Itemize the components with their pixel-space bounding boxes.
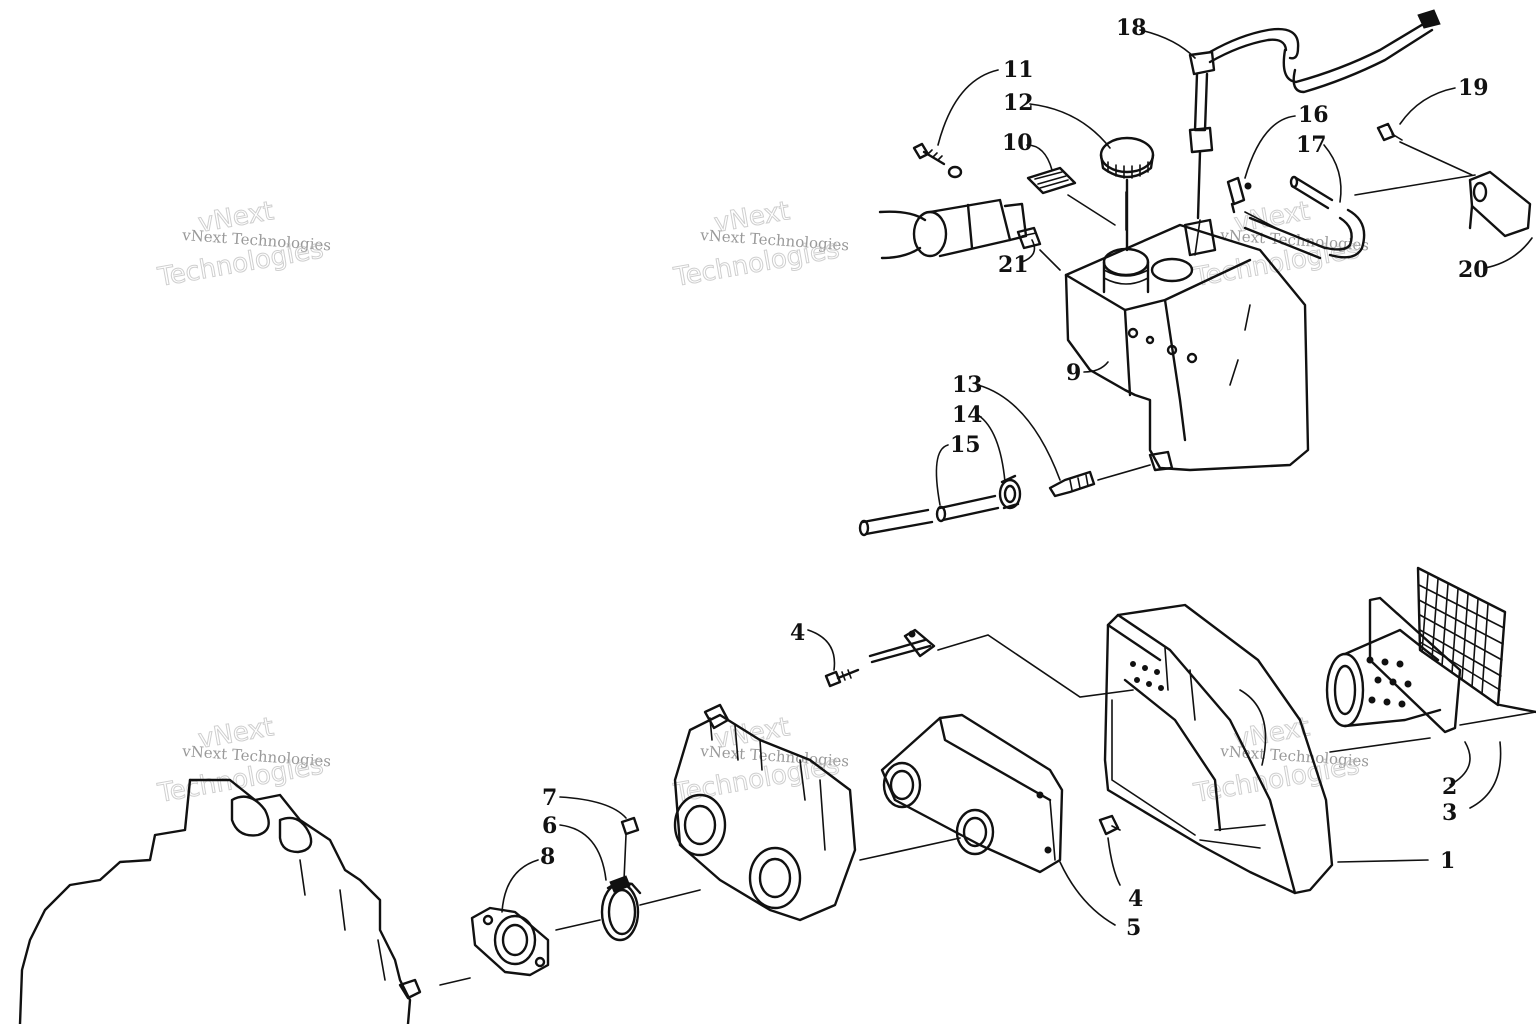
part-13-fitting[interactable] (1048, 470, 1096, 498)
label-8: 8 (540, 844, 555, 870)
part-19-screw[interactable] (1376, 122, 1403, 142)
part-9-oil-tank[interactable] (1064, 218, 1310, 472)
label-13: 13 (952, 372, 983, 398)
assembly-lines (439, 141, 1536, 986)
part-6-clamp[interactable] (600, 875, 642, 942)
label-2: 2 (1442, 774, 1457, 800)
label-19: 19 (1458, 75, 1489, 101)
part-4-screw-lower[interactable] (1098, 814, 1121, 836)
part-14-clamp[interactable] (998, 474, 1022, 510)
label-10: 10 (1002, 130, 1033, 156)
label-4-lower: 4 (1128, 886, 1143, 912)
label-12: 12 (1003, 90, 1034, 116)
leader-lines (501, 29, 1533, 926)
engine-outline (18, 778, 422, 1024)
part-12-filler-cap[interactable] (1099, 136, 1155, 252)
label-9: 9 (1066, 360, 1081, 386)
label-5: 5 (1126, 915, 1141, 941)
part-3-screen[interactable] (1416, 566, 1536, 714)
part-1-air-silencer[interactable] (1103, 603, 1334, 895)
watermark-top-middle: vNext vNext Technologies Technologies (671, 196, 850, 294)
part-11-screw[interactable] (912, 142, 963, 179)
part-4-screw-upper[interactable] (824, 628, 936, 688)
label-16: 16 (1298, 102, 1329, 128)
part-2-intake-tube[interactable] (1325, 596, 1462, 734)
part-10-decal[interactable] (1026, 166, 1077, 195)
label-1: 1 (1440, 848, 1455, 874)
part-8-flange[interactable] (470, 906, 550, 977)
label-15: 15 (950, 432, 981, 458)
label-17: 17 (1296, 132, 1327, 158)
oil-pump-connector[interactable] (878, 198, 1028, 260)
part-21-grommet[interactable] (1016, 226, 1042, 250)
label-7: 7 (542, 785, 557, 811)
label-11: 11 (1003, 57, 1034, 83)
label-4-upper: 4 (790, 620, 805, 646)
part-5-adapter[interactable] (880, 713, 1064, 874)
part-18-level-sender[interactable] (1188, 9, 1441, 220)
label-20: 20 (1458, 257, 1489, 283)
label-6: 6 (542, 813, 557, 839)
label-14: 14 (952, 402, 983, 428)
label-21: 21 (998, 252, 1029, 278)
callout-labels: 1 2 3 4 4 5 7 6 8 9 10 11 12 13 14 15 16… (540, 15, 1489, 941)
label-3: 3 (1442, 800, 1457, 826)
label-18: 18 (1116, 15, 1147, 41)
carburetor[interactable] (673, 703, 857, 922)
part-17-hose[interactable] (1243, 175, 1366, 260)
part-7-nut[interactable] (620, 816, 640, 836)
watermark-top-right: vNext vNext Technologies Technologies (1191, 196, 1370, 294)
part-20-bracket[interactable] (1468, 170, 1532, 238)
watermark-top-left: vNext vNext Technologies Technologies (155, 196, 332, 294)
part-15-hose[interactable] (858, 494, 1000, 537)
watermark-bottom-left: vNext vNext Technologies Technologies (155, 712, 332, 810)
part-16-fitting[interactable] (1226, 176, 1252, 214)
